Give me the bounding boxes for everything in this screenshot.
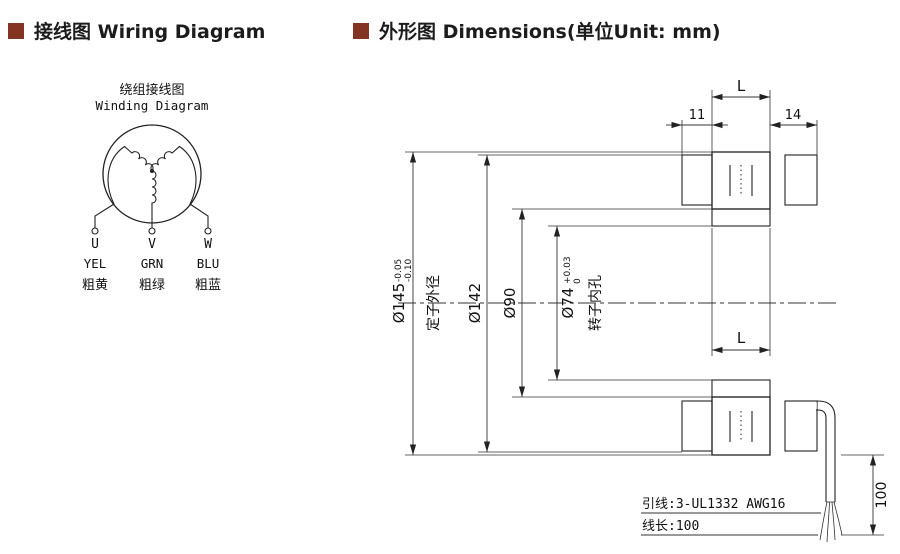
dim-left-overhang-label: 11 xyxy=(689,108,706,123)
dimension-lines xyxy=(409,93,877,535)
dim-rotor-diameter: Ø74 +0.03 0 xyxy=(559,256,583,318)
dim-outer-value: Ø145 xyxy=(390,283,408,323)
rotor-bore-label: 转子内孔 xyxy=(588,275,604,331)
wire-strands xyxy=(819,501,843,543)
dimension-drawing: L 11 14 L Ø145 -0.05 -0.10 定子外径 Ø142 Ø90… xyxy=(390,77,890,543)
terminal-v xyxy=(148,227,156,235)
terminal-w-color-code: BLU xyxy=(197,256,220,271)
magnet-band-top xyxy=(711,208,771,227)
dim-rotor-value: Ø74 xyxy=(559,288,577,319)
terminal-u xyxy=(91,227,99,235)
stack-top xyxy=(711,151,771,210)
end-winding-top-right xyxy=(784,154,818,206)
dim-rotor-label-group: 转子内孔 xyxy=(588,275,604,331)
stack-top-lamination-marks xyxy=(729,165,753,196)
coil-phase-w xyxy=(150,145,209,228)
terminal-u-phase: U xyxy=(91,237,99,252)
dim-outer-tol-hi: -0.05 xyxy=(394,259,404,282)
terminal-w xyxy=(204,227,212,235)
terminal-v-color-cn: 粗绿 xyxy=(139,278,165,293)
magnet-band-bottom xyxy=(711,379,771,398)
end-winding-top-left xyxy=(681,154,713,206)
stator-body xyxy=(681,151,818,456)
dim-top-length-label: L xyxy=(737,77,746,95)
section-header-dimensions: 外形图 Dimensions(单位Unit: mm) xyxy=(353,17,721,44)
dim-outer-label-group: 定子外径 xyxy=(426,275,442,331)
terminal-u-color-code: YEL xyxy=(84,256,107,271)
terminal-w-phase: W xyxy=(204,237,212,252)
stack-bottom-lamination-marks xyxy=(729,411,753,442)
dim-rotor-tol-hi: +0.03 xyxy=(563,256,573,284)
dim-wire-length-value: 100 xyxy=(874,482,890,509)
wire-inner-edge xyxy=(816,409,827,502)
end-winding-bottom-left xyxy=(681,400,713,452)
wiring-section-title: 接线图 Wiring Diagram xyxy=(34,21,266,43)
dim-bore-group: Ø90 xyxy=(501,288,519,319)
winding-diagram: 绕组接线图 Winding Diagram U V W YEL GRN BLU … xyxy=(82,82,221,293)
winding-title-en: Winding Diagram xyxy=(96,98,209,113)
section-bullet-icon xyxy=(353,22,369,39)
dim-od2-value: Ø142 xyxy=(466,283,484,323)
wire-outer-edge xyxy=(816,400,836,502)
dim-right-overhang-label: 14 xyxy=(785,108,802,123)
dim-wire-length-group: 100 xyxy=(874,482,890,509)
dim-outer-diameter: Ø145 -0.05 -0.10 xyxy=(390,258,414,323)
wire-exit-mask xyxy=(812,402,817,410)
section-header-wiring: 接线图 Wiring Diagram xyxy=(8,17,265,44)
dim-stack-length-label: L xyxy=(737,329,746,347)
dimensions-section-title: 外形图 Dimensions(单位Unit: mm) xyxy=(379,21,721,43)
winding-title-cn: 绕组接线图 xyxy=(119,82,184,98)
stator-od-label: 定子外径 xyxy=(426,275,442,331)
coil-phase-u xyxy=(94,145,154,228)
end-winding-bottom-right xyxy=(784,400,818,452)
dim-od2-group: Ø142 xyxy=(466,283,484,323)
notes: 引线:3-UL1332 AWG16 线长:100 xyxy=(641,497,821,536)
star-point xyxy=(150,169,154,173)
terminal-v-phase: V xyxy=(148,237,156,252)
coil-phase-v xyxy=(151,170,157,228)
extension-lines xyxy=(405,90,884,536)
dim-bore-value: Ø90 xyxy=(501,288,519,319)
dim-outer-tol-lo: -0.10 xyxy=(404,258,414,282)
wire-length-note: 线长:100 xyxy=(642,519,699,534)
terminal-v-color-code: GRN xyxy=(141,256,164,271)
lead-wire-note: 引线:3-UL1332 AWG16 xyxy=(642,497,785,512)
terminal-w-color-cn: 粗蓝 xyxy=(195,278,221,293)
terminal-u-color-cn: 粗黄 xyxy=(82,278,108,293)
section-bullet-icon xyxy=(8,22,24,39)
dim-rotor-tol-lo: 0 xyxy=(573,278,583,284)
lead-wire xyxy=(812,400,843,543)
